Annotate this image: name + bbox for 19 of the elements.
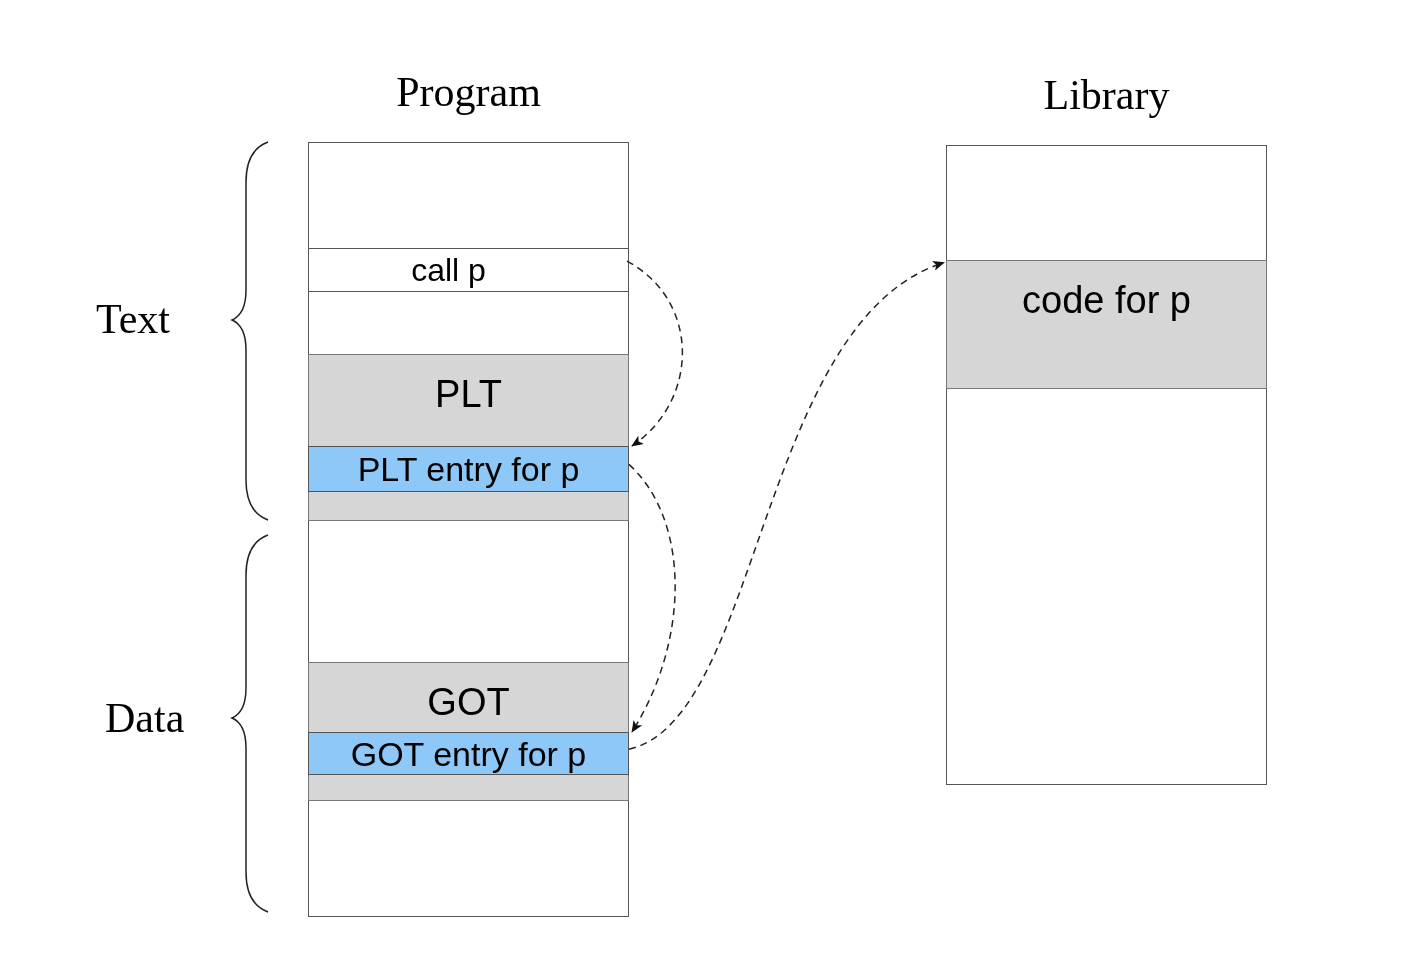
column-heading: Program bbox=[395, 71, 542, 113]
dashed-arrow bbox=[628, 261, 945, 750]
section-label: Data bbox=[105, 697, 185, 739]
region-label: PLT entry for p bbox=[357, 452, 580, 486]
dashed-arrow bbox=[628, 463, 676, 733]
region-label: code for p bbox=[1022, 281, 1191, 319]
column-heading: Library bbox=[1042, 74, 1171, 116]
region-label: call p bbox=[411, 254, 486, 286]
memory-region bbox=[946, 260, 1267, 389]
entry-row bbox=[308, 446, 629, 492]
entry-row bbox=[308, 732, 629, 775]
region-label: GOT bbox=[427, 683, 510, 721]
memory-region bbox=[308, 354, 629, 521]
section-label: Text bbox=[96, 298, 171, 340]
region-label: GOT entry for p bbox=[350, 736, 587, 771]
memory-region bbox=[308, 662, 629, 801]
region-label: PLT bbox=[435, 375, 502, 413]
memory-region bbox=[308, 248, 629, 292]
dashed-arrow bbox=[626, 260, 684, 447]
